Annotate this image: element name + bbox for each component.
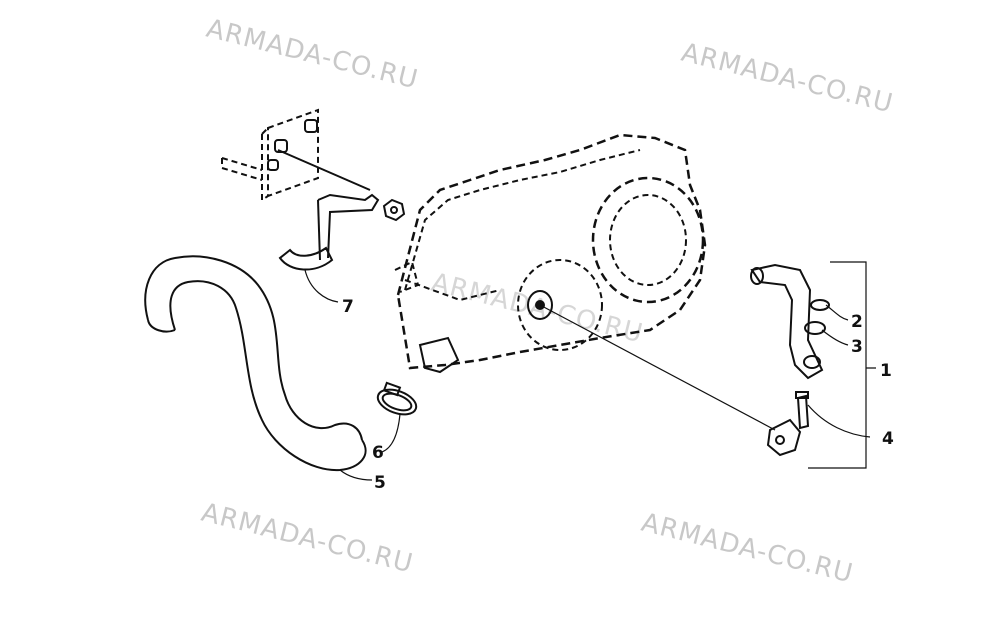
hose — [144, 255, 367, 472]
hose-bracket — [278, 193, 380, 271]
leader-3 — [821, 329, 849, 346]
snap-ring — [810, 299, 830, 311]
washer — [804, 321, 826, 335]
clutch-cover — [394, 133, 707, 374]
watermark-bottom-left: ARMADA-CO.RU — [198, 498, 416, 580]
leader-6 — [381, 413, 401, 453]
leader-7 — [304, 269, 339, 303]
hose-clamp — [376, 381, 418, 416]
callout-5: 5 — [374, 473, 386, 493]
callout-4: 4 — [882, 429, 894, 449]
bracket-1 — [808, 261, 876, 469]
mounting-plate — [221, 108, 371, 202]
callout-7: 7 — [342, 297, 354, 317]
leader-4 — [807, 404, 871, 438]
watermark-top-right: ARMADA-CO.RU — [678, 38, 896, 120]
callout-6: 6 — [372, 443, 384, 463]
leader-2 — [825, 304, 849, 321]
callout-2: 2 — [851, 312, 863, 332]
watermark-bottom-right: ARMADA-CO.RU — [638, 508, 856, 590]
leader-5 — [339, 469, 373, 481]
shaft-leader — [539, 304, 776, 431]
lever-assembly — [750, 263, 824, 380]
pedal-mount-and-bolt — [766, 391, 810, 457]
nut — [382, 198, 406, 222]
callout-1: 1 — [880, 361, 892, 381]
callout-3: 3 — [851, 337, 863, 357]
watermark-top-left: ARMADA-CO.RU — [203, 14, 421, 96]
